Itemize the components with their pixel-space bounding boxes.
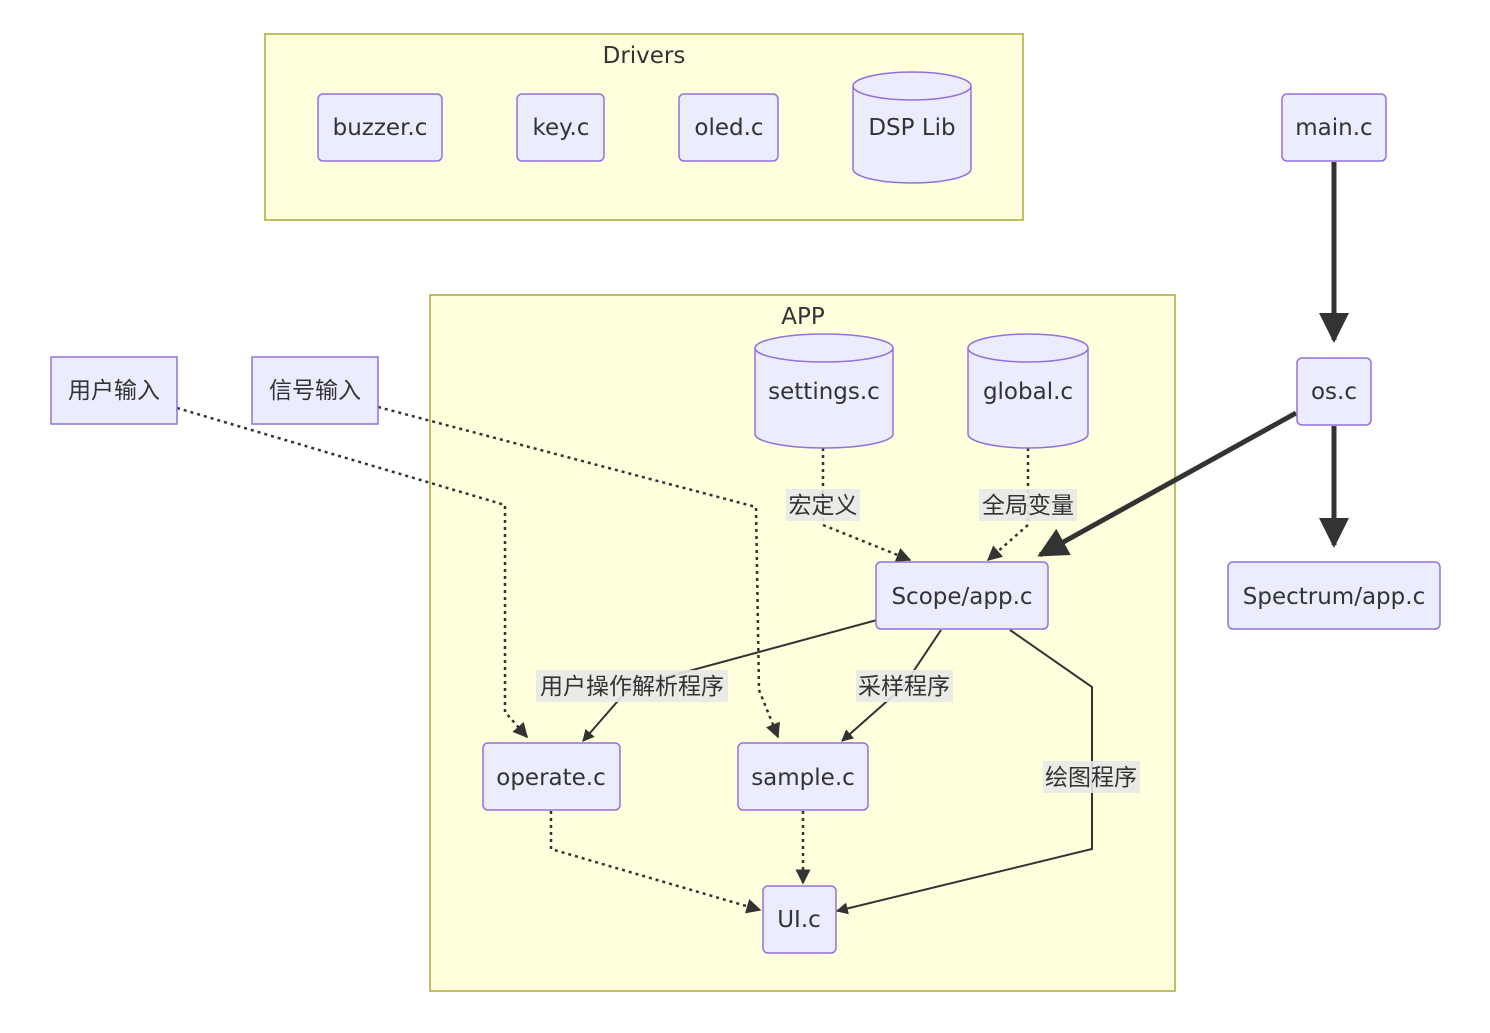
node-buzzer[interactable]: buzzer.c	[317, 93, 443, 162]
node-main[interactable]: main.c	[1281, 93, 1387, 162]
node-operate[interactable]: operate.c	[482, 742, 621, 811]
node-signal-input[interactable]: 信号输入	[251, 356, 379, 425]
node-dsp-lib[interactable]: DSP Lib	[852, 71, 972, 184]
edge-label-drawing: 绘图程序	[1043, 761, 1140, 793]
node-user-input-label: 用户输入	[68, 378, 160, 404]
edge-label-macro: 宏定义	[786, 489, 860, 521]
node-main-label: main.c	[1295, 115, 1372, 141]
edge-os-scope	[1037, 410, 1298, 558]
node-os-label: os.c	[1311, 379, 1357, 405]
node-global-label: global.c	[983, 379, 1073, 405]
edge-label-macro-text: 宏定义	[789, 493, 858, 519]
cluster-drivers-title: Drivers	[603, 43, 686, 69]
node-signal-input-label: 信号输入	[269, 378, 361, 404]
edge-label-drawing-text: 绘图程序	[1045, 765, 1137, 791]
edge-settings-scope	[821, 448, 912, 562]
node-oled-label: oled.c	[694, 115, 763, 141]
edge-label-user-op-text: 用户操作解析程序	[540, 674, 724, 700]
cluster-app-title: APP	[781, 304, 825, 330]
node-sample[interactable]: sample.c	[737, 742, 869, 811]
node-scope[interactable]: Scope/app.c	[875, 561, 1049, 630]
node-dsp-label: DSP Lib	[868, 115, 955, 141]
edge-operate-ui	[549, 811, 762, 914]
node-ui-label: UI.c	[777, 907, 821, 933]
edge-label-sampling: 采样程序	[856, 670, 953, 702]
node-scope-label: Scope/app.c	[891, 584, 1032, 610]
edge-label-globals-text: 全局变量	[982, 493, 1074, 519]
edge-label-globals: 全局变量	[979, 489, 1077, 521]
node-global[interactable]: global.c	[967, 333, 1089, 449]
node-key[interactable]: key.c	[516, 93, 605, 162]
node-sample-label: sample.c	[751, 765, 855, 791]
node-user-input[interactable]: 用户输入	[50, 356, 178, 425]
edge-label-user-op: 用户操作解析程序	[536, 670, 728, 702]
node-operate-label: operate.c	[496, 765, 606, 791]
node-oled[interactable]: oled.c	[678, 93, 779, 162]
node-spectrum-label: Spectrum/app.c	[1243, 584, 1425, 610]
node-ui[interactable]: UI.c	[762, 885, 837, 954]
node-settings[interactable]: settings.c	[754, 333, 894, 449]
edge-global-scope	[986, 448, 1030, 561]
node-settings-label: settings.c	[768, 379, 880, 405]
edge-label-sampling-text: 采样程序	[858, 674, 950, 700]
node-key-label: key.c	[533, 115, 590, 141]
node-spectrum[interactable]: Spectrum/app.c	[1227, 561, 1441, 630]
node-os[interactable]: os.c	[1296, 357, 1372, 426]
node-buzzer-label: buzzer.c	[333, 115, 428, 141]
